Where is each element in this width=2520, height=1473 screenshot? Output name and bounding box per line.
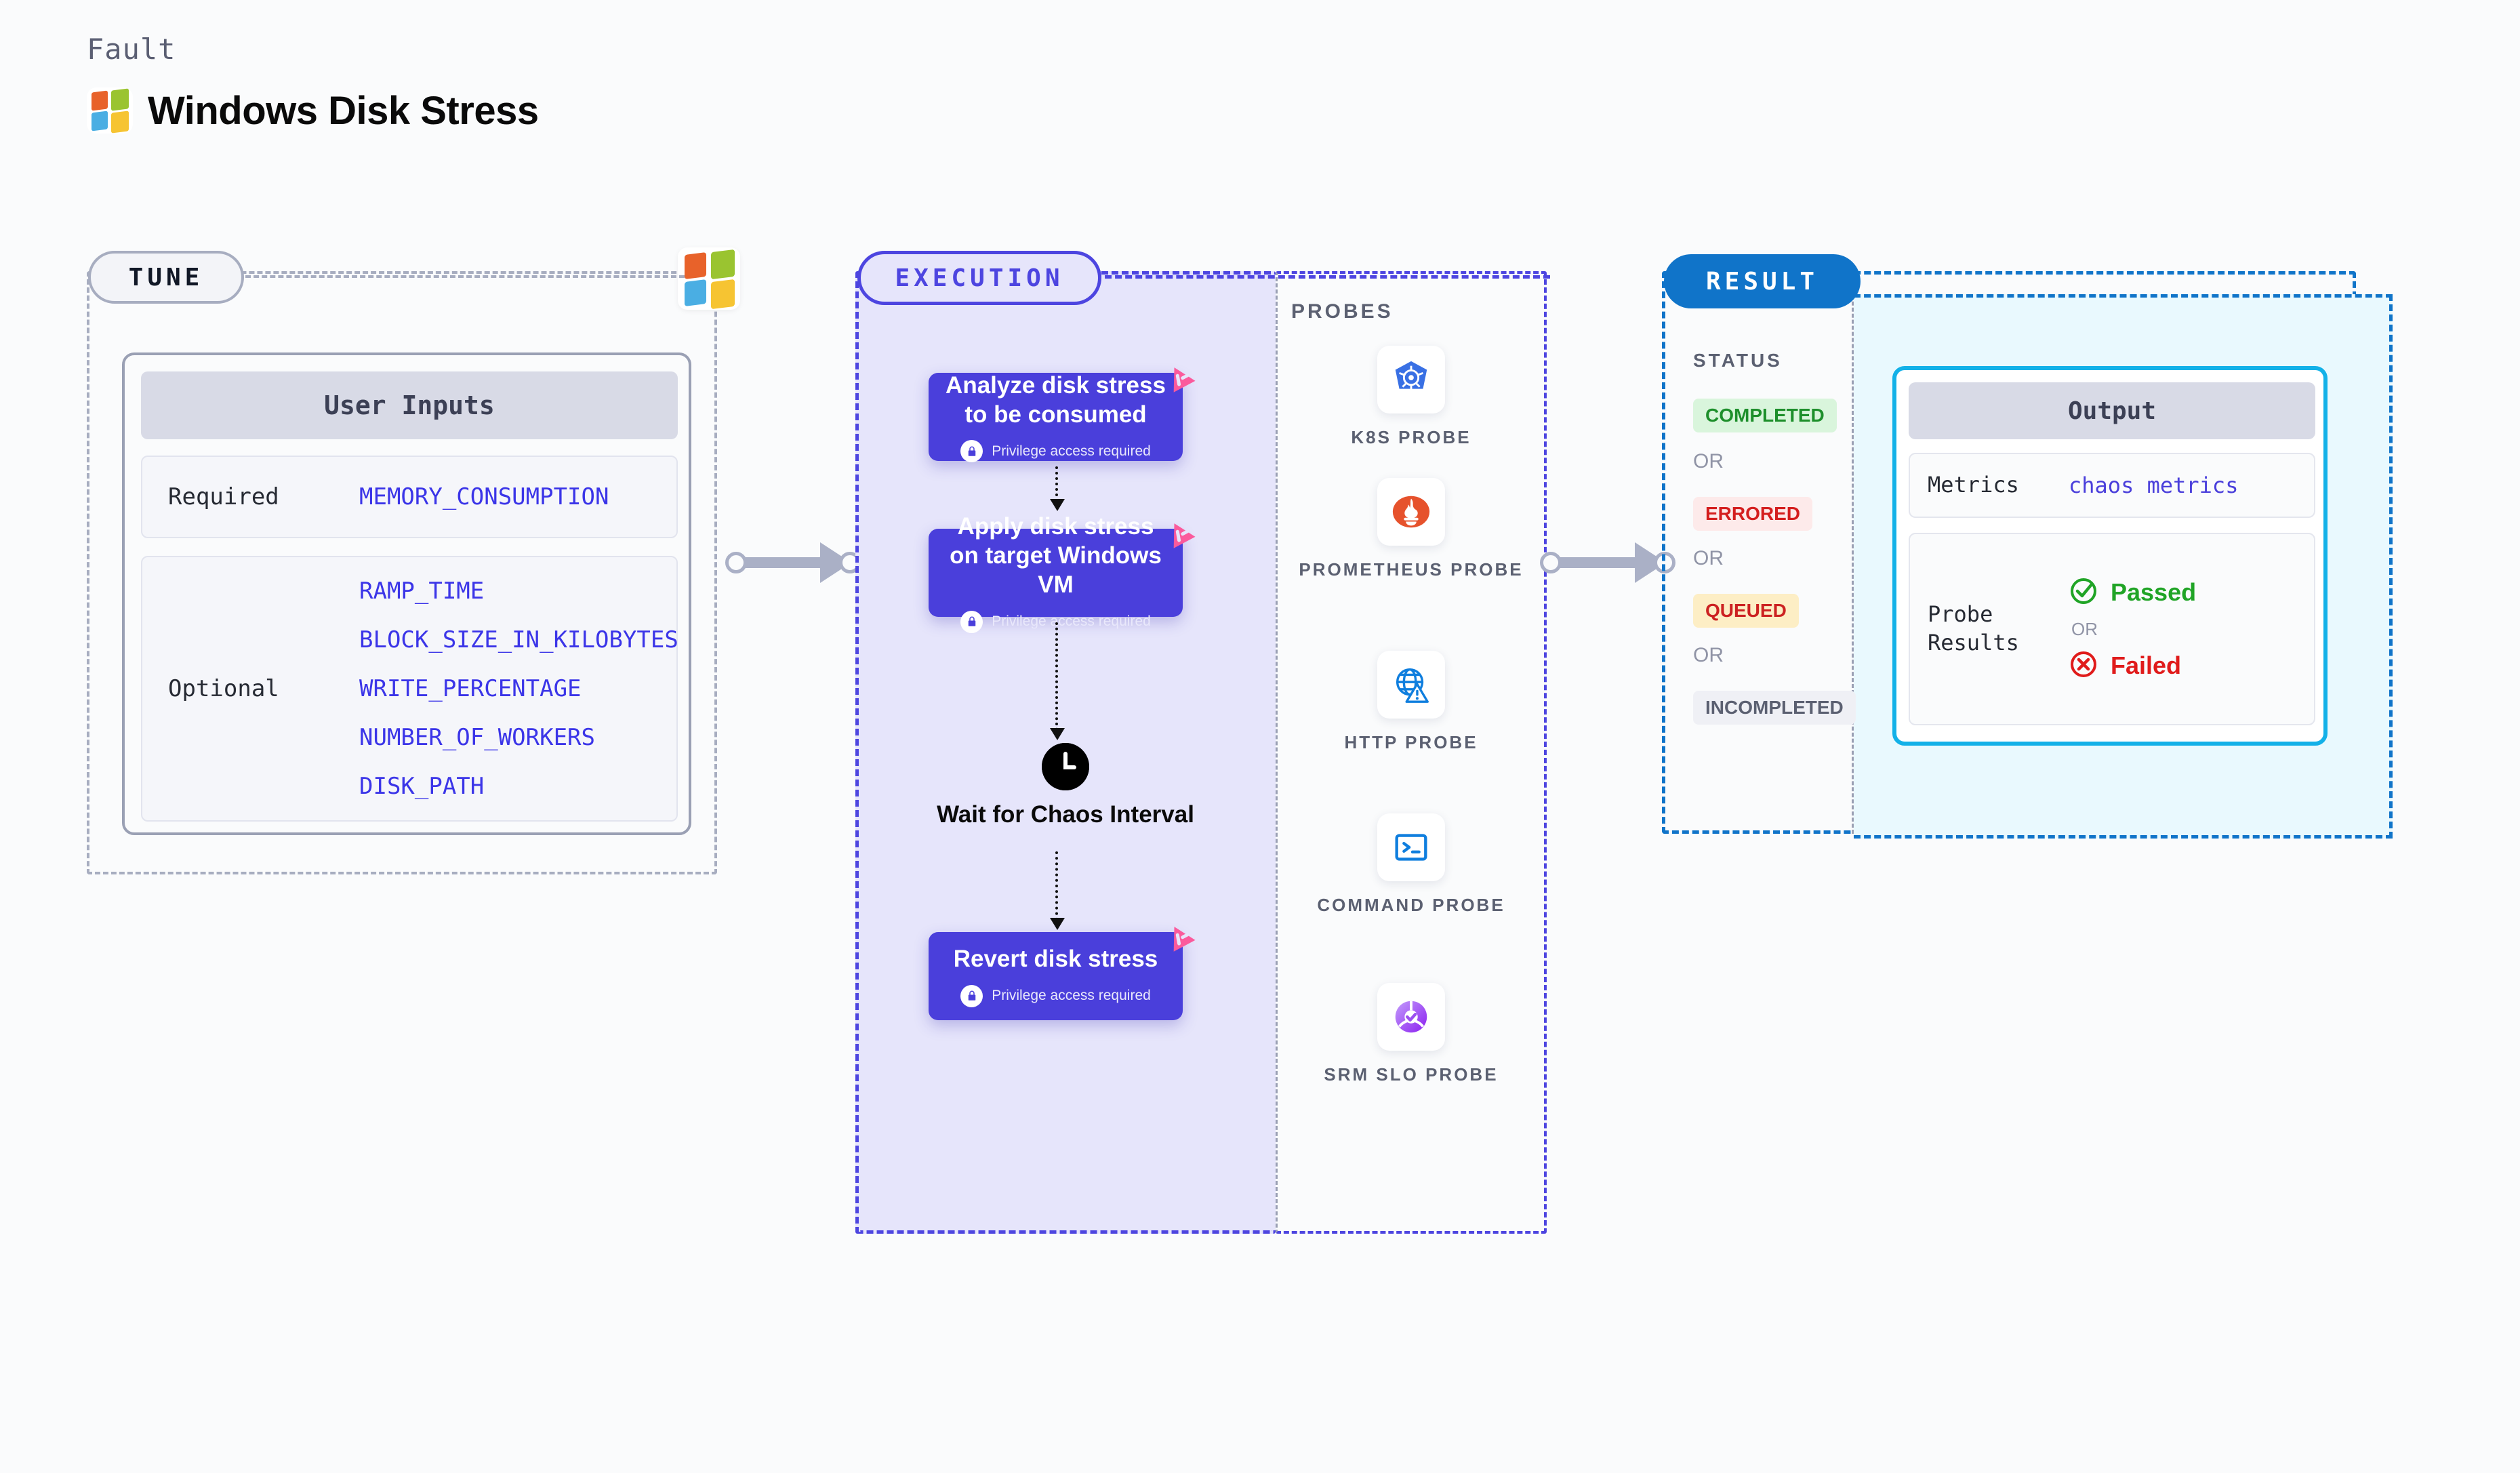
status-section-title: STATUS [1693, 350, 1783, 371]
probe-item-http[interactable]: HTTP PROBE [1276, 651, 1547, 754]
status-badge-queued: QUEUED [1693, 594, 1799, 628]
probe-item-prometheus[interactable]: PROMETHEUS PROBE [1276, 478, 1547, 581]
privilege-note-text: Privilege access required [992, 988, 1151, 1004]
connector-tune-to-execution [725, 542, 861, 583]
execution-step-title: Analyze disk stress to be consumed [946, 371, 1166, 428]
probe-item-srm-slo[interactable]: SRM SLO PROBE [1276, 983, 1547, 1086]
user-inputs-card: User Inputs Required MEMORY_CONSUMPTION … [122, 352, 691, 835]
execution-step-card[interactable]: Analyze disk stress to be consumed Privi… [929, 367, 1196, 463]
execution-step-title: Apply disk stress on target Windows VM [950, 513, 1162, 598]
lock-icon [960, 440, 983, 463]
or-label: OR [2071, 618, 2098, 639]
metrics-label: Metrics [1928, 472, 2019, 498]
privilege-note-text: Privilege access required [992, 443, 1151, 459]
required-label: Required [168, 483, 279, 510]
result-pill-label: RESULT [1664, 254, 1861, 308]
execution-pill-label: EXECUTION [857, 251, 1101, 305]
input-name[interactable]: NUMBER_OF_WORKERS [359, 724, 595, 751]
lock-icon [960, 610, 983, 633]
required-values: MEMORY_CONSUMPTION [359, 483, 609, 510]
probe-results-label: Probe Results [1928, 601, 2019, 655]
kubernetes-icon [1377, 346, 1445, 413]
metrics-value[interactable]: chaos metrics [2069, 472, 2239, 498]
privilege-note: Privilege access required [960, 440, 1151, 463]
privilege-note: Privilege access required [960, 610, 1151, 633]
input-name[interactable]: WRITE_PERCENTAGE [359, 675, 582, 702]
http-globe-icon [1377, 651, 1445, 719]
output-title: Output [1909, 382, 2315, 439]
output-probe-results-row: Probe Results Passed OR [1909, 533, 2315, 725]
optional-inputs-row: Optional RAMP_TIME BLOCK_SIZE_IN_KILOBYT… [141, 556, 678, 822]
check-circle-icon [2069, 576, 2098, 609]
title-row: Windows Disk Stress [87, 87, 539, 134]
status-badge-completed: COMPLETED [1693, 399, 1837, 432]
input-name[interactable]: BLOCK_SIZE_IN_KILOBYTES [359, 626, 678, 653]
output-metrics-row: Metrics chaos metrics [1909, 453, 2315, 518]
required-inputs-row: Required MEMORY_CONSUMPTION [141, 456, 678, 538]
result-status-column [1662, 271, 1854, 834]
or-label: OR [1693, 547, 1724, 569]
or-label: OR [1693, 450, 1724, 472]
execution-panel-top-dash [1095, 275, 1550, 279]
terminal-icon [1377, 813, 1445, 881]
lock-icon [960, 984, 983, 1007]
optional-values: RAMP_TIME BLOCK_SIZE_IN_KILOBYTES WRITE_… [359, 578, 678, 800]
wait-node-label: Wait for Chaos Interval [937, 801, 1194, 828]
probe-label: K8S PROBE [1351, 427, 1471, 447]
srm-slo-icon [1377, 983, 1445, 1051]
privilege-note-text: Privilege access required [992, 613, 1151, 630]
connector-execution-to-result [1540, 542, 1675, 583]
status-badge-incompleted: INCOMPLETED [1693, 691, 1856, 725]
probe-label: COMMAND PROBE [1317, 895, 1505, 915]
probes-section-title: PROBES [1291, 300, 1394, 323]
probes-panel [1276, 271, 1547, 1234]
input-name[interactable]: RAMP_TIME [359, 578, 485, 605]
tune-pill-label: TUNE [88, 251, 244, 304]
probe-item-k8s[interactable]: K8S PROBE [1276, 346, 1547, 449]
failed-label: Failed [2111, 651, 2182, 679]
probe-result-failed: Failed [2069, 649, 2196, 683]
probe-label: SRM SLO PROBE [1324, 1064, 1499, 1085]
input-name[interactable]: DISK_PATH [359, 773, 485, 800]
tune-platform-windows-logo-icon [678, 247, 746, 315]
execution-step-title: Revert disk stress [953, 946, 1158, 973]
x-circle-icon [2069, 649, 2098, 683]
privilege-note: Privilege access required [960, 984, 1151, 1007]
probe-result-passed: Passed [2069, 576, 2196, 609]
execution-step-card[interactable]: Revert disk stress Privilege access requ… [929, 927, 1196, 1020]
page-header: Fault Windows Disk Stress [87, 33, 539, 134]
flow-connector-arrow [1050, 622, 1065, 740]
flow-connector-arrow [1050, 466, 1065, 511]
tune-panel-top-dash [237, 275, 685, 278]
output-card: Output Metrics chaos metrics Probe Resul… [1892, 366, 2328, 746]
or-label: OR [1693, 644, 1724, 666]
harness-logo-icon [1162, 517, 1198, 552]
harness-logo-icon [1162, 920, 1198, 955]
probe-label: PROMETHEUS PROBE [1299, 559, 1524, 580]
probe-item-command[interactable]: COMMAND PROBE [1276, 813, 1547, 916]
passed-label: Passed [2111, 578, 2197, 606]
fault-label: Fault [87, 33, 176, 66]
windows-logo-icon [87, 87, 133, 134]
user-inputs-title: User Inputs [141, 371, 678, 439]
probe-label: HTTP PROBE [1344, 732, 1478, 752]
clock-icon [1042, 743, 1089, 790]
tune-panel [87, 271, 717, 874]
prometheus-icon [1377, 478, 1445, 546]
optional-label: Optional [168, 675, 279, 702]
status-badge-errored: ERRORED [1693, 497, 1813, 531]
page-title: Windows Disk Stress [148, 88, 539, 133]
input-name[interactable]: MEMORY_CONSUMPTION [359, 483, 609, 510]
probe-results-values: Passed OR Failed [2069, 576, 2196, 683]
execution-step-card[interactable]: Apply disk stress on target Windows VM P… [929, 513, 1196, 633]
harness-logo-icon [1162, 361, 1198, 396]
flow-connector-arrow [1050, 851, 1065, 930]
